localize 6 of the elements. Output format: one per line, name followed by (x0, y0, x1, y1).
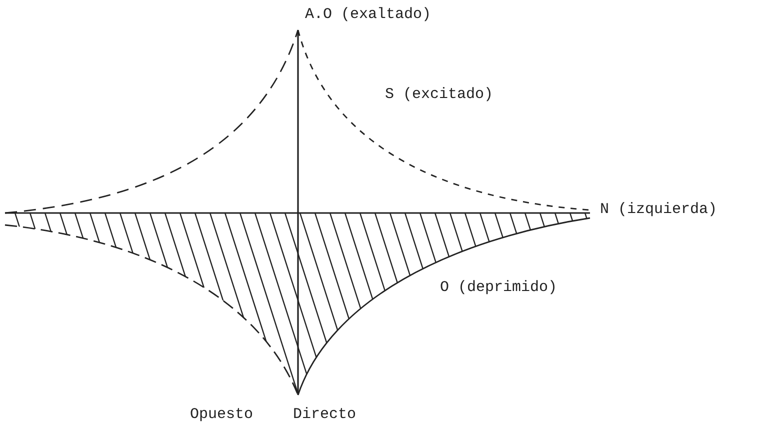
axis-label: Opuesto (190, 406, 254, 423)
curve-label: S (excitado) (385, 86, 494, 103)
axis-label: Directo (293, 406, 356, 423)
curve-label: N (izquierda) (600, 201, 718, 218)
curve-label: A.O (exaltado) (305, 6, 432, 23)
curve-label: O (deprimido) (440, 279, 558, 296)
